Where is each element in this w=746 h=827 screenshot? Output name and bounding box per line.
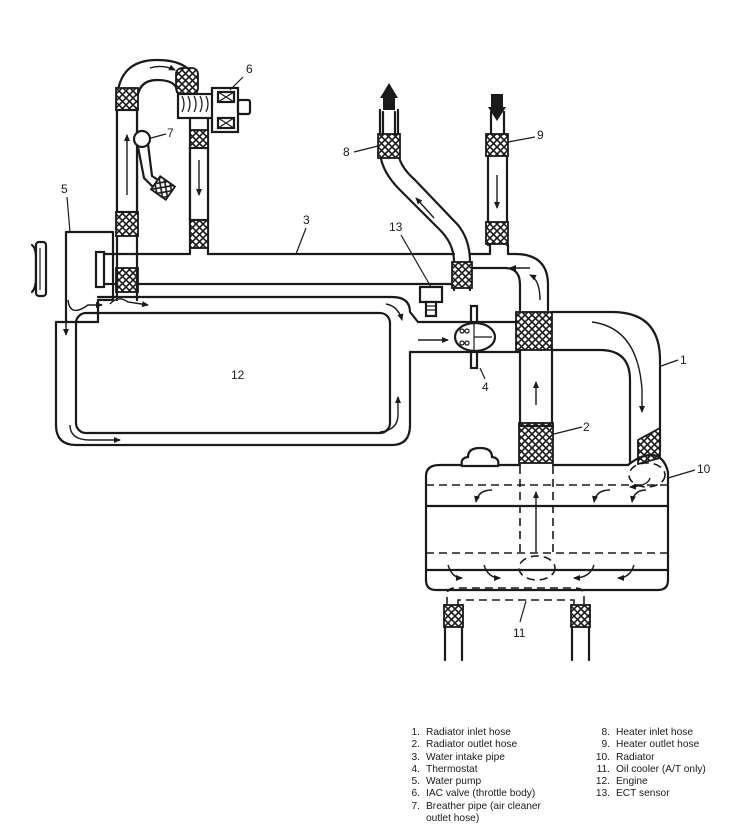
engine-block: 12 [54, 295, 442, 447]
callout-6: 6 [246, 62, 253, 76]
legend-item: 3.Water intake pipe [411, 751, 505, 763]
legend-item-continuation: outlet hose) [426, 813, 480, 825]
legend-item: 2.Radiator outlet hose [411, 739, 518, 751]
legend-item: 13.ECT sensor [595, 788, 670, 800]
callout-2: 2 [583, 420, 590, 434]
legend-item: 1.Radiator inlet hose [411, 727, 511, 738]
radiator-outlet-hose: 2 [517, 348, 590, 464]
legend-item: 10.Radiator [595, 751, 655, 763]
inflow-arrow-icon [488, 94, 506, 121]
callout-7: 7 [167, 126, 174, 140]
legend-item: 9.Heater outlet hose [601, 739, 700, 751]
callout-12: 12 [231, 368, 245, 382]
callout-4: 4 [482, 380, 489, 394]
radiator: 10 [424, 446, 711, 592]
iac-valve: 6 [176, 62, 253, 134]
oil-cooler: 11 [443, 587, 591, 662]
callout-10: 10 [697, 462, 711, 476]
legend-item: 11.Oil cooler (A/T only) [596, 763, 706, 775]
iac-bypass-loop [115, 58, 210, 302]
callout-8: 8 [343, 145, 350, 159]
breather-pipe: 7 [132, 126, 177, 201]
cooling-system-diagram: 12 5 3 [30, 58, 711, 662]
callout-9: 9 [537, 128, 544, 142]
callout-5: 5 [61, 182, 68, 196]
legend-item: 6.IAC valve (throttle body) [411, 788, 536, 800]
legend-item: 7.Breather pipe (air cleaner [411, 800, 541, 812]
water-intake-pipe: 3 [102, 213, 550, 312]
legend-item: 8.Heater inlet hose [601, 727, 694, 738]
heater-inlet-hose: 8 [343, 83, 473, 292]
legend-column-right: 8.Heater inlet hose 9.Heater outlet hose… [588, 727, 706, 801]
callout-13: 13 [389, 220, 403, 234]
legend-item: 4.Thermostat [411, 763, 478, 775]
callout-1: 1 [680, 353, 687, 367]
callout-11: 11 [513, 626, 526, 640]
heater-outlet-hose: 9 [485, 94, 544, 247]
legend-column-left: 1.Radiator inlet hose 2.Radiator outlet … [398, 727, 541, 825]
water-pump: 5 [30, 182, 115, 324]
thermostat: 4 [438, 304, 522, 394]
ect-sensor: 13 [389, 220, 444, 318]
callout-3: 3 [303, 213, 310, 227]
legend-item: 12.Engine [595, 776, 648, 788]
outflow-arrow-icon [380, 83, 398, 110]
legend-item: 5.Water pump [411, 776, 482, 788]
